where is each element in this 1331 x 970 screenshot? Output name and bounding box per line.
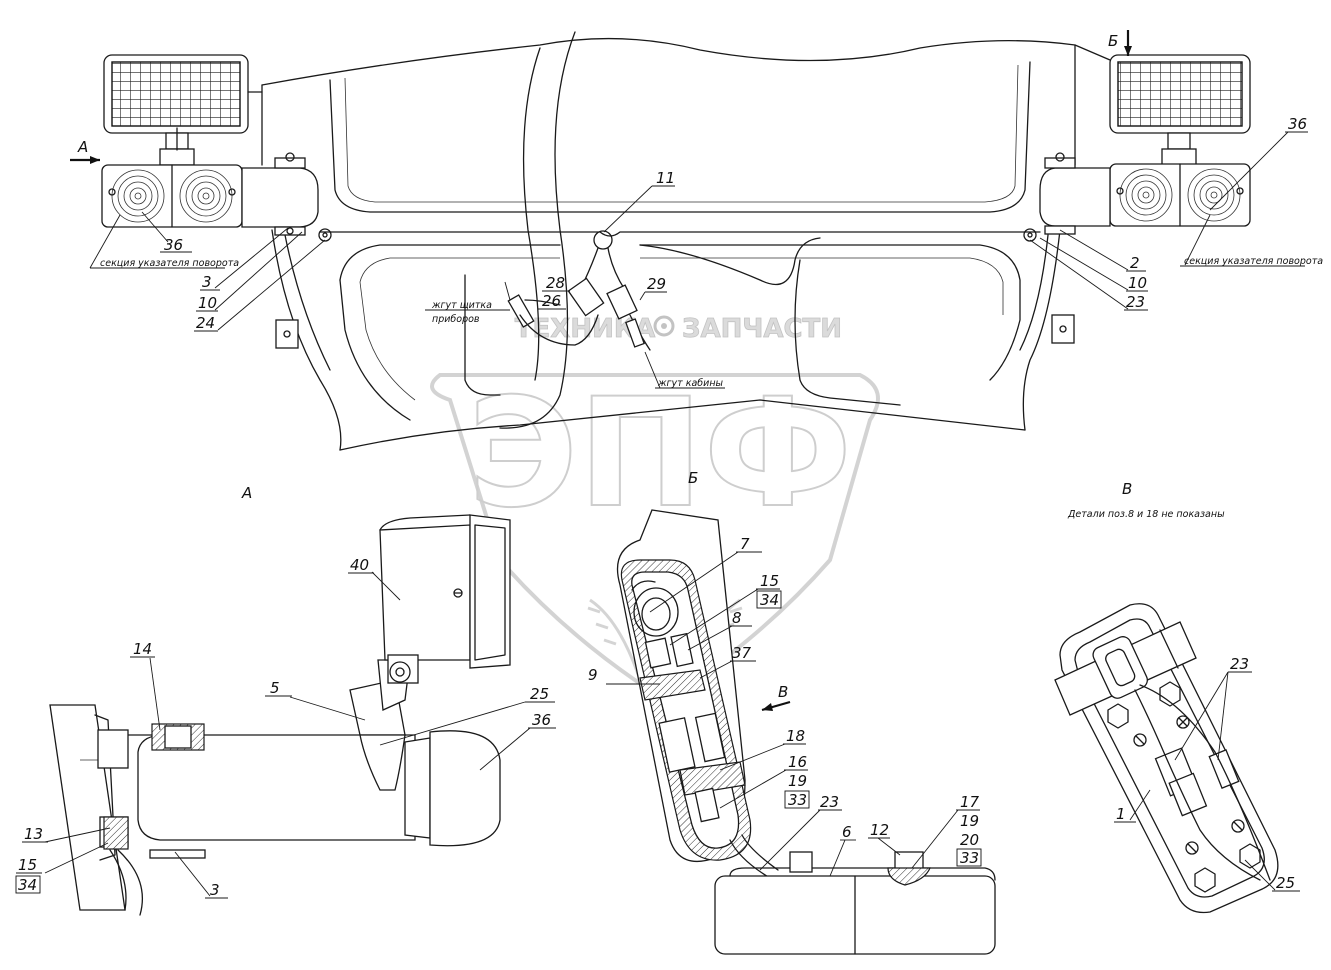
view-b-callout-20: 20 — [960, 831, 979, 849]
view-v-callout-1: 1 — [1116, 805, 1126, 823]
cab-roof-assembly — [261, 31, 1111, 451]
view-arrow-b-label: Б — [1108, 32, 1118, 50]
callout-2: 2 — [1130, 254, 1140, 272]
caption-turn-right: секция указателя поворота — [1184, 256, 1323, 267]
callout-29: 29 — [647, 275, 666, 293]
view-a-callout-40: 40 — [350, 556, 369, 574]
callout-3: 3 — [202, 273, 212, 291]
view-arrow-a-label: А — [77, 138, 88, 156]
watermark: ЭПФ ТЕХНИКА ЗАПЧАСТИ — [430, 314, 880, 703]
callout-36-left: 36 — [164, 236, 183, 254]
view-b-callout-33: 33 — [788, 791, 807, 809]
view-b-callout-33b: 33 — [960, 849, 979, 867]
roof-bracket-left — [275, 319, 299, 349]
view-b-callout-37: 37 — [732, 644, 752, 662]
view-a-callout-15: 15 — [18, 856, 37, 874]
view-b-callout-16: 16 — [788, 753, 807, 771]
view-b-callout-8: 8 — [732, 609, 742, 627]
view-a-title: А — [241, 484, 252, 502]
view-a-assembly: 40 14 5 25 36 13 15 34 3 — [15, 514, 556, 916]
view-b-title: Б — [688, 469, 698, 487]
work-light-left — [103, 54, 263, 166]
gear-icon — [653, 315, 675, 337]
work-light-right — [1109, 54, 1251, 166]
callout-10-right: 10 — [1128, 274, 1147, 292]
callout-10-left: 10 — [198, 294, 217, 312]
callout-26: 26 — [542, 292, 561, 310]
watermark-text-right: ЗАПЧАСТИ — [682, 314, 842, 344]
view-v-callout-23: 23 — [1230, 655, 1249, 673]
view-b-callout-6: 6 — [842, 823, 852, 841]
view-a-callout-14: 14 — [133, 640, 152, 658]
top-callouts: 36 секция указателя поворота 3 10 24 11 … — [89, 115, 1323, 389]
view-b-callout-19b: 19 — [960, 812, 979, 830]
caption-harness-panel-2: приборов — [432, 314, 480, 325]
caption-harness-cab: жгут кабины — [657, 378, 724, 389]
view-b-callout-12: 12 — [870, 821, 889, 839]
caption-harness-panel-1: жгут щитка — [431, 300, 492, 311]
view-v-arrow-label: В — [778, 683, 788, 701]
harness-connectors — [504, 230, 651, 351]
callout-23-right: 23 — [1126, 293, 1145, 311]
view-a-callout-34: 34 — [18, 876, 37, 894]
turn-indicator-left — [101, 152, 332, 242]
roof-bracket-right — [1051, 314, 1075, 344]
view-arrow-b: Б — [1108, 30, 1132, 56]
view-a-callout-25: 25 — [530, 685, 549, 703]
callout-24: 24 — [196, 314, 215, 332]
view-b-callout-18: 18 — [786, 727, 805, 745]
view-b-assembly: 7 15 34 8 9 37 18 16 19 33 23 6 12 — [588, 509, 996, 955]
view-b-callout-23: 23 — [820, 793, 839, 811]
callout-28: 28 — [546, 274, 565, 292]
view-v-assembly: 23 1 25 — [1054, 603, 1300, 914]
view-b-callout-7: 7 — [740, 535, 750, 553]
view-b-callout-34: 34 — [760, 591, 779, 609]
view-a-callout-36: 36 — [532, 711, 551, 729]
callout-36-right: 36 — [1288, 115, 1307, 133]
view-b-callout-19: 19 — [788, 772, 807, 790]
view-a-callout-5: 5 — [270, 679, 280, 697]
view-b-callout-17: 17 — [960, 793, 980, 811]
view-b-callout-9: 9 — [588, 666, 598, 684]
view-arrow-a: А — [70, 138, 100, 164]
view-v-note: Детали поз.8 и 18 не показаны — [1067, 509, 1225, 520]
view-b-callout-15: 15 — [760, 572, 779, 590]
callout-11: 11 — [656, 169, 675, 187]
view-a-callout-3: 3 — [210, 881, 220, 899]
view-v-title: В — [1122, 480, 1132, 498]
turn-indicator-right — [1023, 152, 1251, 242]
view-a-callout-13: 13 — [24, 825, 43, 843]
view-v-callout-25: 25 — [1276, 874, 1295, 892]
caption-turn-left: секция указателя поворота — [100, 258, 239, 269]
